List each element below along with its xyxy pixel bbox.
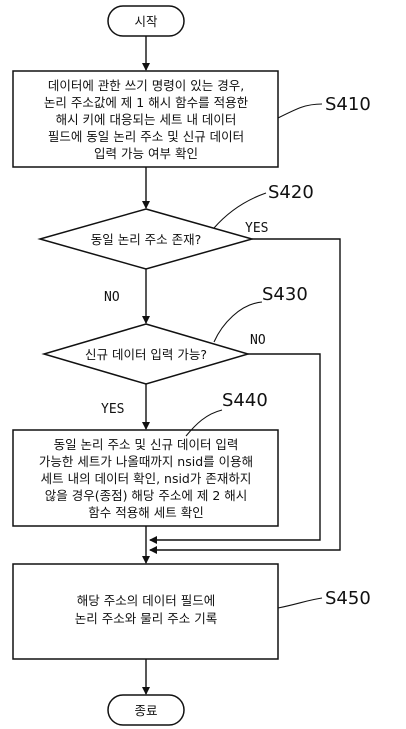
- s440-line-3: 세트 내의 데이터 확인, nsid가 존재하지: [41, 471, 252, 486]
- s440-step-label: S440: [222, 390, 268, 411]
- s410-line-2: 논리 주소값에 제 1 해시 함수를 적용한: [44, 95, 249, 110]
- s440-line-1: 동일 논리 주소 및 신규 데이터 입력: [54, 437, 239, 452]
- s450-line-2: 논리 주소와 물리 주소 기록: [75, 611, 217, 626]
- s440-line-2: 가능한 세트가 나올때까지 nsid를 이용해: [39, 454, 253, 469]
- end-terminator: 종료: [107, 694, 185, 726]
- s420-step-label: S420: [268, 182, 314, 203]
- start-terminator: 시작: [107, 5, 185, 37]
- start-text: 시작: [134, 14, 158, 29]
- s430-yes-label: YES: [101, 402, 124, 417]
- s410-line-1: 데이터에 관한 쓰기 명령이 있는 경우,: [48, 78, 244, 93]
- connector-s430-no: [149, 353, 321, 544]
- s410-line-5: 입력 가능 여부 확인: [94, 146, 198, 161]
- s410-line-3: 해시 키에 대응되는 세트 내 데이터: [56, 112, 237, 127]
- s410-process-box: 데이터에 관한 쓰기 명령이 있는 경우, 논리 주소값에 제 1 해시 함수를…: [12, 70, 279, 168]
- s440-leader-line: [185, 409, 223, 437]
- s450-line-1: 해당 주소의 데이터 필드에: [77, 593, 215, 608]
- s440-line-5: 함수 적용해 세트 확인: [88, 505, 203, 520]
- s430-no-label: NO: [250, 333, 266, 348]
- s420-question: 동일 논리 주소 존재?: [91, 232, 202, 247]
- s430-question: 신규 데이터 입력 가능?: [85, 347, 207, 362]
- end-text: 종료: [134, 703, 157, 718]
- s440-process-box: 동일 논리 주소 및 신규 데이터 입력 가능한 세트가 나올때까지 nsid를…: [12, 429, 279, 527]
- s440-line-4: 않을 경우(종점) 해당 주소에 제 2 해시: [45, 488, 248, 503]
- s430-decision-diamond: 신규 데이터 입력 가능?: [41, 323, 251, 385]
- s410-line-4: 필드에 동일 논리 주소 및 신규 데이터: [48, 129, 244, 144]
- s430-leader-line: [213, 301, 263, 343]
- s420-yes-label: YES: [245, 221, 268, 236]
- s420-leader-line: [213, 192, 267, 229]
- s450-leader-line: [277, 597, 323, 609]
- s420-no-label: NO: [104, 290, 120, 305]
- s450-process-box: 해당 주소의 데이터 필드에 논리 주소와 물리 주소 기록: [12, 563, 279, 660]
- connector-s420-yes: [149, 238, 341, 554]
- s420-decision-diamond: 동일 논리 주소 존재?: [37, 208, 255, 270]
- s410-leader-line: [277, 103, 323, 119]
- s430-step-label: S430: [262, 284, 308, 305]
- s450-step-label: S450: [325, 588, 371, 609]
- s410-step-label: S410: [325, 94, 371, 115]
